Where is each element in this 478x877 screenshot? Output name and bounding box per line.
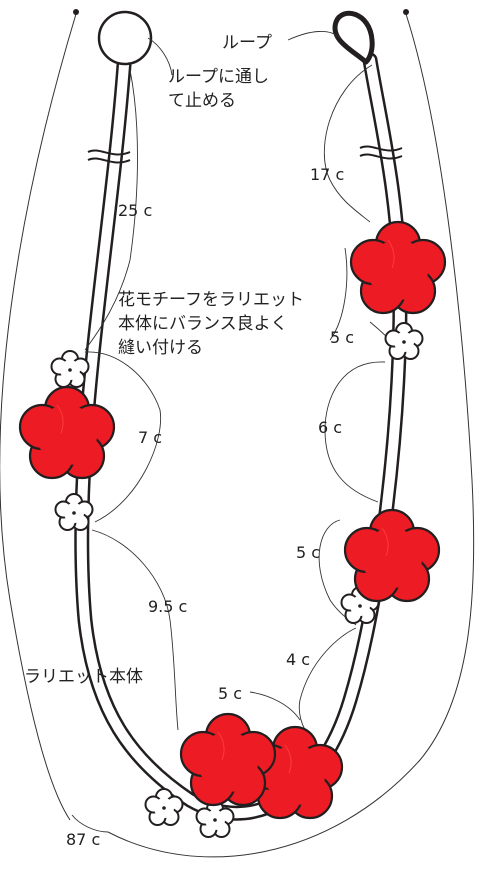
- red-flower-1: [349, 220, 447, 315]
- label-length-7: 7 c: [138, 428, 162, 447]
- total-length-arc: [0, 9, 475, 858]
- label-length-17: 17 c: [310, 165, 344, 184]
- label-lariat-body: ラリエット本体: [24, 667, 143, 687]
- label-length-5-right-top: 5 c: [330, 328, 354, 347]
- label-length-5-bottom: 5 c: [218, 684, 242, 703]
- small-flower-1: [50, 350, 90, 388]
- label-flower-note-1: 花モチーフをラリエット: [118, 290, 304, 310]
- label-length-5-right-mid: 5 c: [296, 543, 320, 562]
- label-pass-loop-2: て止める: [168, 91, 236, 111]
- label-length-9-5: 9.5 c: [148, 597, 187, 616]
- label-pass-loop-1: ループに通し: [168, 67, 269, 87]
- label-length-4: 4 c: [286, 650, 310, 669]
- label-loop: ループ: [222, 33, 272, 53]
- break-mark-right: [359, 145, 403, 160]
- label-total-87: 87 c: [66, 830, 100, 849]
- red-flower-2: [18, 385, 116, 480]
- small-flower-3: [384, 322, 424, 360]
- break-mark-left: [87, 149, 131, 164]
- label-length-6: 6 c: [318, 418, 342, 437]
- red-flower-5: [179, 712, 277, 807]
- label-flower-note-3: 縫い付ける: [118, 338, 203, 358]
- end-loop: [332, 10, 375, 65]
- label-length-25: 25 c: [118, 201, 152, 220]
- label-flower-note-2: 本体にバランス良よく: [118, 314, 288, 334]
- end-bead: [97, 10, 153, 66]
- red-flower-3: [343, 508, 441, 603]
